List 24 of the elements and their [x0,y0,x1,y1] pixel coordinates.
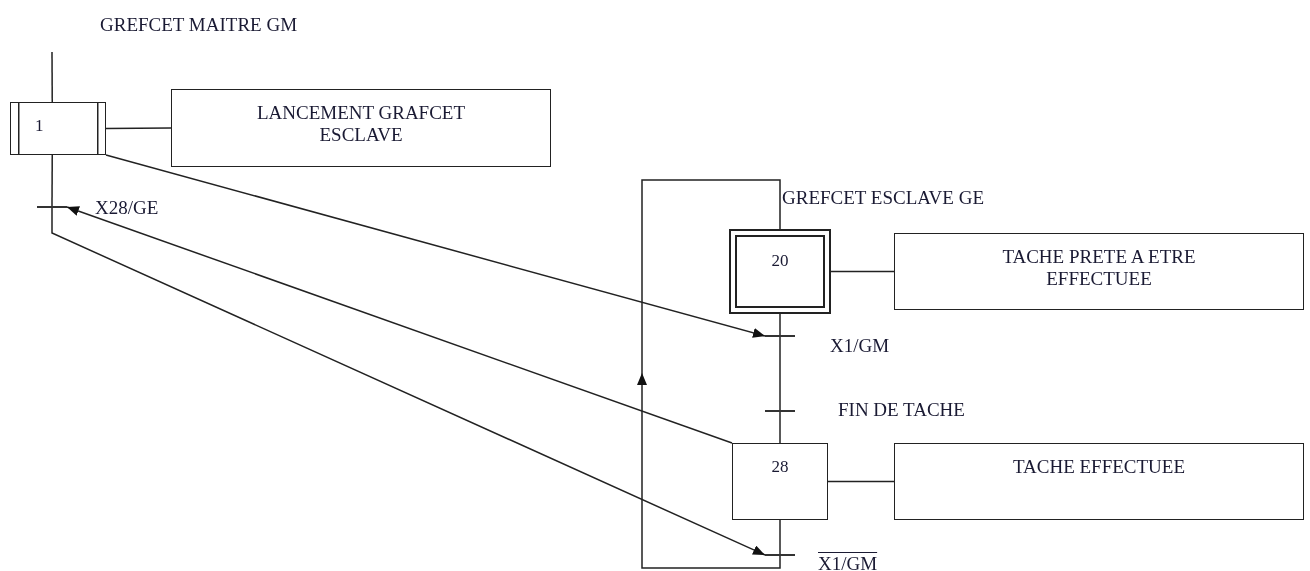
initial-step-box: 20 [729,229,831,314]
condition-label: FIN DE TACHE [838,400,965,419]
grafcet-heading: GREFCET MAITRE GM [100,15,298,34]
connector-line [105,127,172,130]
condition-label: X28/GE [95,198,159,217]
action-box: LANCEMENT GRAFCET ESCLAVE [171,89,551,167]
step-box: 1 [10,102,106,155]
connector-line [779,519,781,555]
arrow [105,154,766,338]
condition-label: X1/GM [830,336,890,355]
connector-line [830,270,895,273]
step-box: 28 [732,443,828,520]
connector-line [779,336,781,411]
connector-line [51,154,53,207]
connector-line [779,313,781,336]
connector-line [827,480,895,483]
action-box: TACHE EFFECTUEE [894,443,1304,520]
connector-line [779,411,781,444]
grafcet-heading: GREFCET ESCLAVE GE [782,188,984,207]
connector-line [51,51,53,103]
arrow [66,206,733,444]
arrow [51,207,766,556]
condition-label: X1/GM [818,554,878,571]
action-box: TACHE PRETE A ETRE EFFECTUEE [894,233,1304,310]
